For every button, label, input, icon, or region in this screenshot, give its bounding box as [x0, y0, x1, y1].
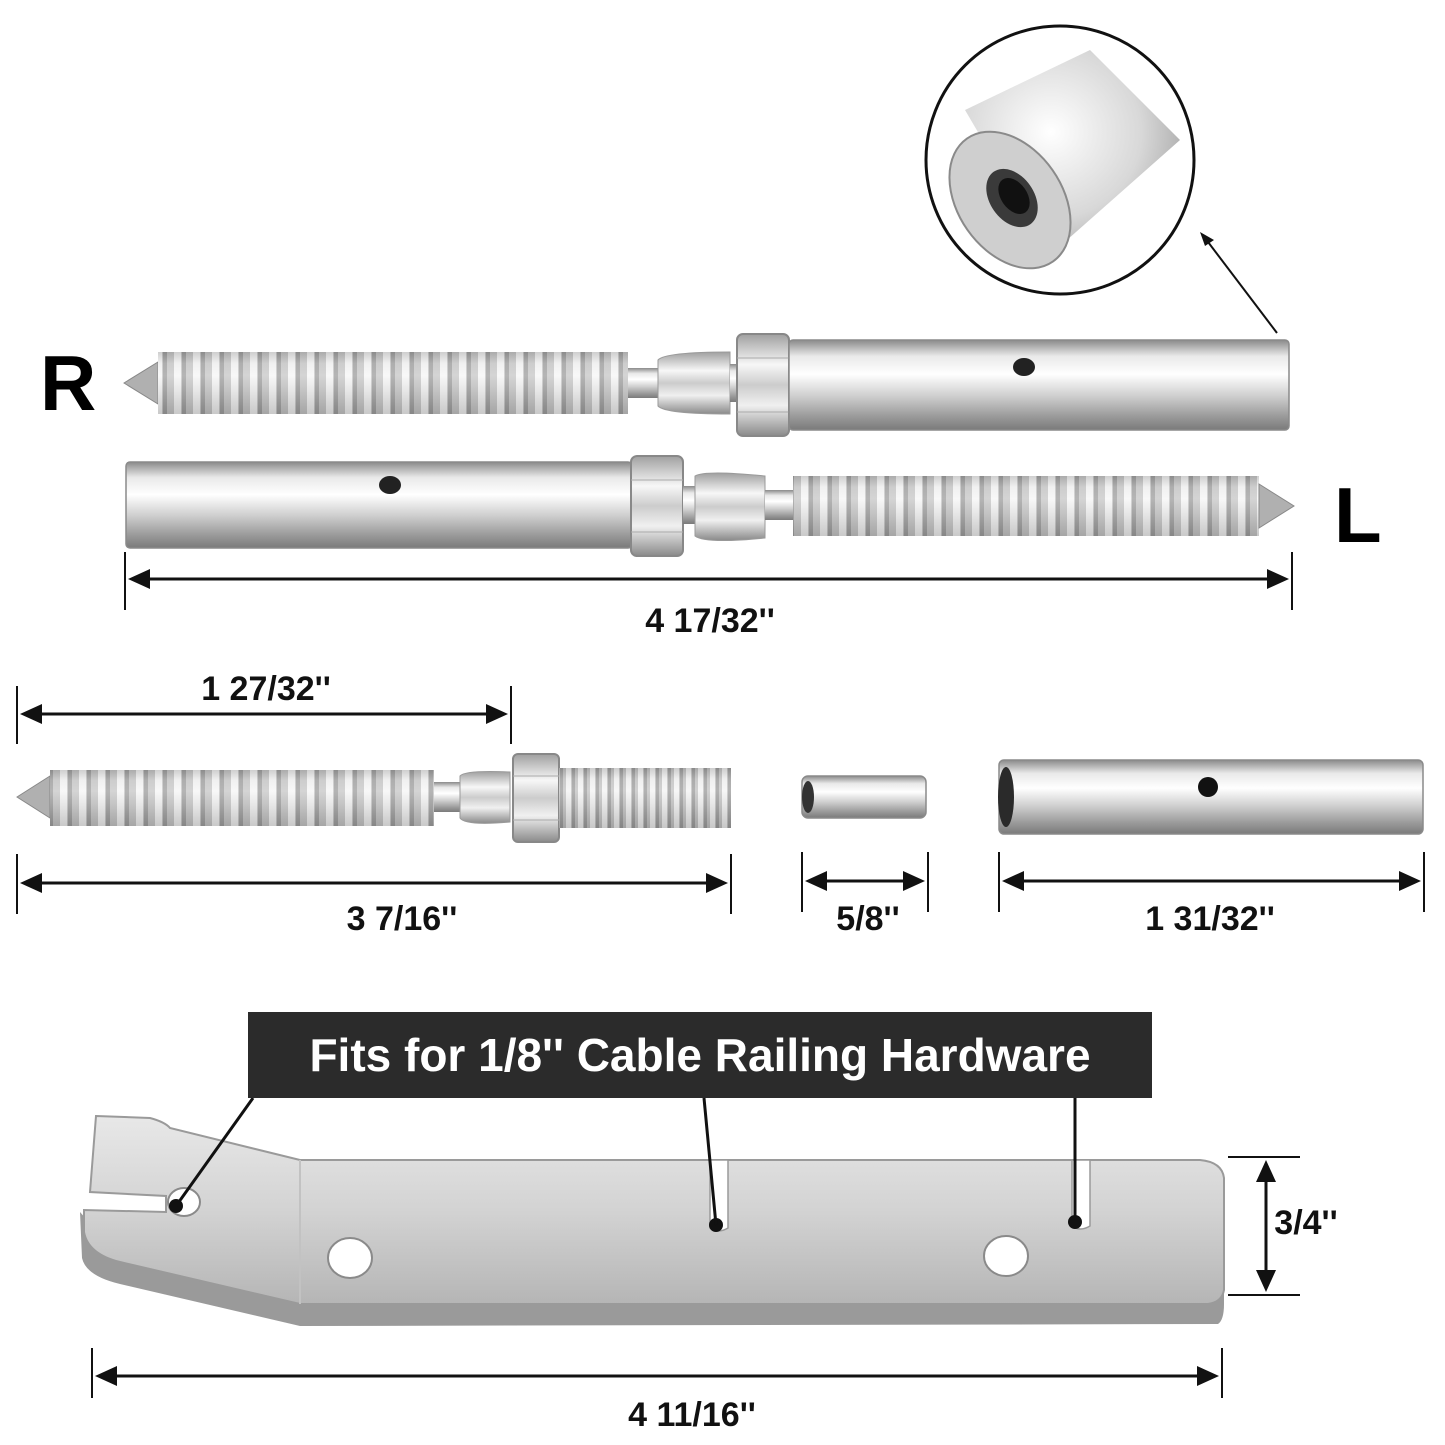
dimension-arrow-icon [1399, 871, 1421, 891]
dimension-label-thread: 1 27/32'' [201, 670, 331, 708]
dimension-label-sleeve: 5/8'' [836, 900, 900, 938]
dimension-label-tube: 1 31/32'' [1145, 900, 1275, 938]
magnifier-circle-icon [948, 50, 1180, 270]
label-left: L [1334, 471, 1382, 559]
dimension-arrow-icon [128, 569, 150, 589]
dimension-arrow-icon [95, 1366, 117, 1386]
turnbuckle-right [123, 333, 1290, 437]
dimension-arrow-icon [20, 873, 42, 893]
dimension-arrow-icon [706, 873, 728, 893]
dimension-tool-width [1228, 1156, 1300, 1296]
fit-banner: Fits for 1/8'' Cable Railing Hardware [248, 1012, 1152, 1098]
sleeve [801, 775, 927, 819]
lag-screw [16, 753, 731, 843]
detail-callout [924, 24, 1278, 334]
installation-tool [80, 1097, 1225, 1326]
dimension-label-tool-length: 4 11/16'' [628, 1396, 756, 1434]
dimension-label-lag-screw: 3 7/16'' [346, 900, 458, 938]
dimension-arrow-icon [20, 704, 42, 724]
dimension-sleeve [801, 852, 929, 912]
dimension-arrow-icon [1256, 1270, 1276, 1292]
turnbuckle-left [125, 455, 1295, 557]
tube [998, 759, 1424, 835]
dimension-arrow-icon [903, 871, 925, 891]
dimension-lag-screw [16, 854, 732, 914]
dimension-arrow-icon [805, 871, 827, 891]
dimension-tool-length [91, 1348, 1223, 1398]
dimension-arrow-icon [1256, 1160, 1276, 1182]
label-right: R [40, 339, 97, 427]
dimension-label-tool-width: 3/4'' [1274, 1204, 1338, 1242]
dimension-tube [998, 852, 1425, 912]
dimension-arrow-icon [486, 704, 508, 724]
dimension-arrow-icon [1267, 569, 1289, 589]
callout-arrow-icon [1200, 232, 1214, 246]
dimension-arrow-icon [1197, 1366, 1219, 1386]
dimension-label-assembly: 4 17/32'' [645, 602, 775, 640]
dimension-arrow-icon [1002, 871, 1024, 891]
dimension-thread [16, 686, 512, 744]
dimension-assembly [124, 552, 1293, 610]
